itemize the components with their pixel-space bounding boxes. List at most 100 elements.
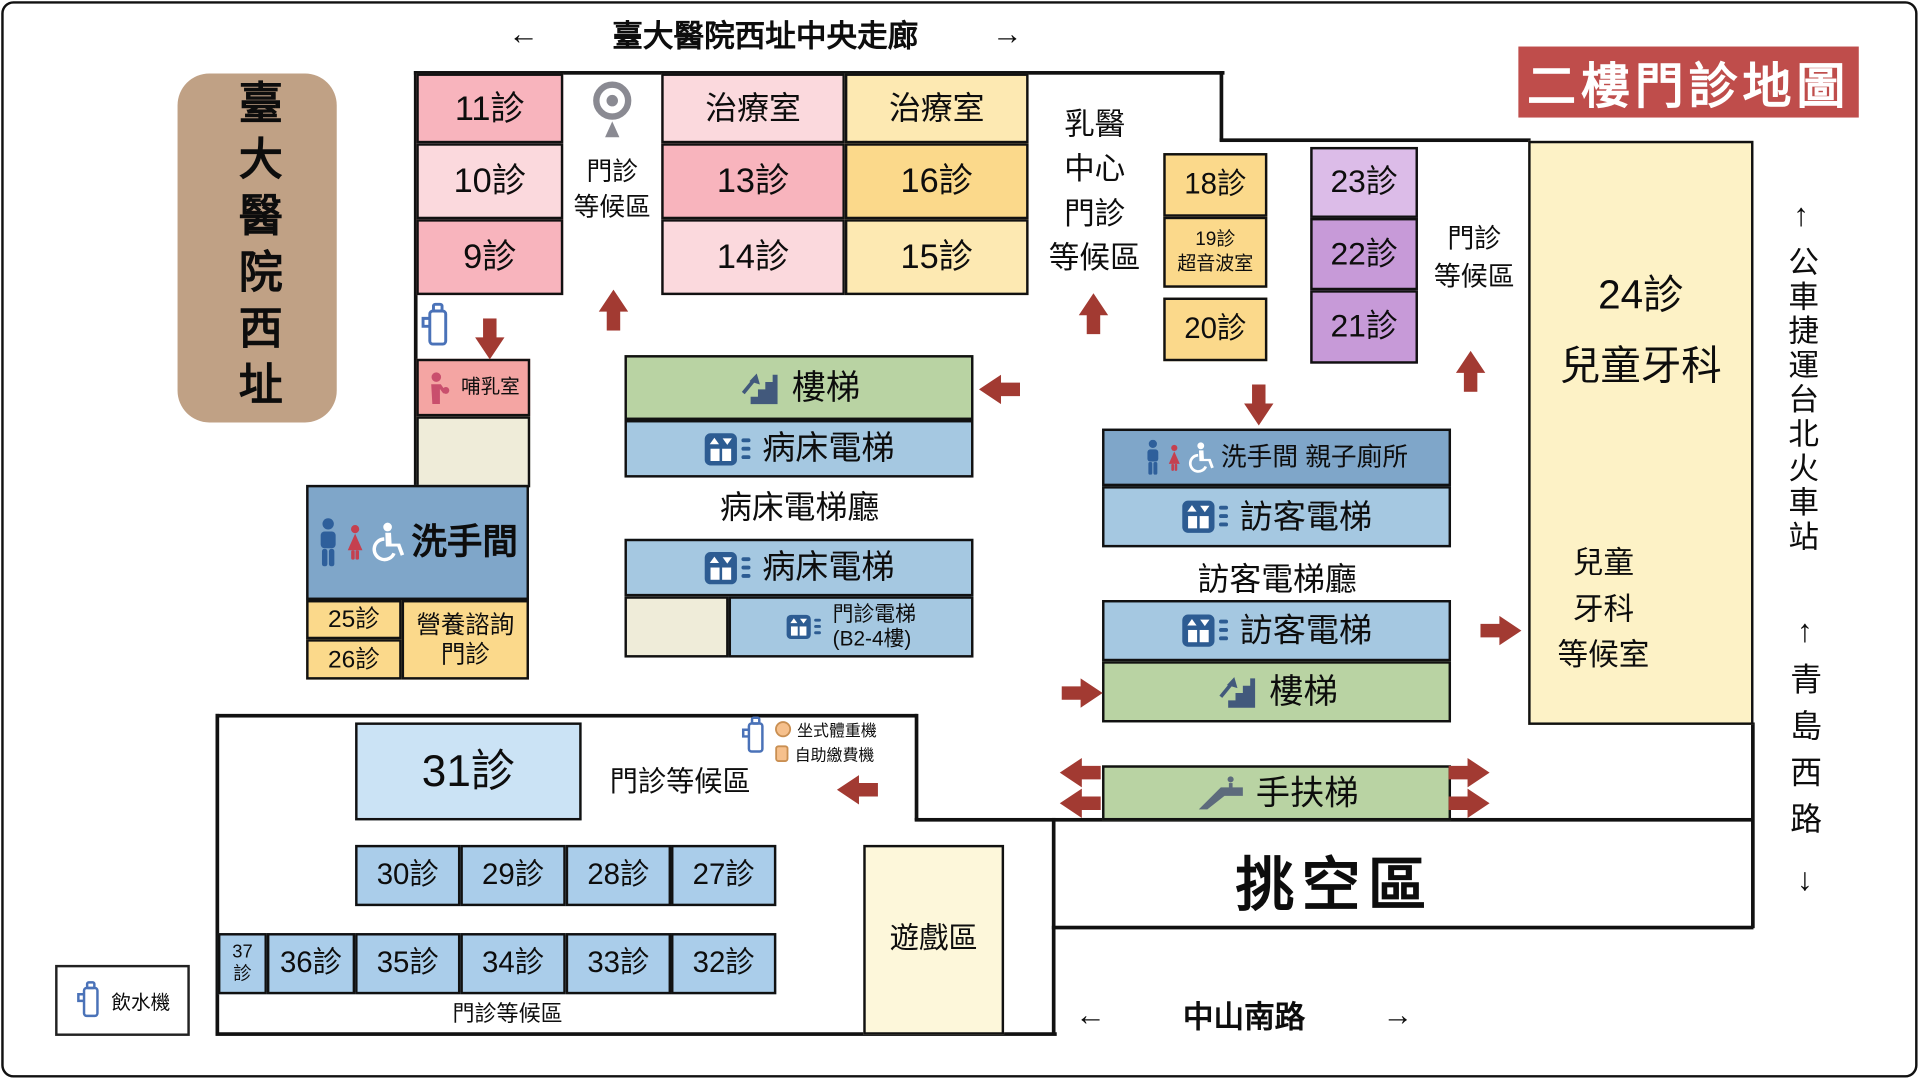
visitor-elevator-1: 訪客電梯 (1102, 486, 1452, 548)
void-area-label: 挑空區 (1235, 853, 1434, 919)
bus-station-label: ↑ 公車捷運台北火車站 (1784, 195, 1819, 555)
up-arrow-glyph: ↑ (1793, 195, 1810, 233)
room-31: 31診 (355, 722, 582, 821)
waiting-area-label-top: 門診 等候區 (573, 157, 651, 223)
wall-segment (215, 1032, 1057, 1036)
wall-segment (1219, 138, 1531, 142)
room-33: 33診 (565, 933, 672, 995)
room-22: 22診 (1310, 217, 1418, 291)
play-area: 遊戲區 (863, 844, 1005, 1035)
nursing-icon (427, 370, 456, 404)
utility-room (624, 596, 729, 658)
elevator-icon (703, 550, 752, 584)
stairs-icon (738, 369, 782, 406)
family-restroom: 洗手間 親子廁所 (1102, 428, 1452, 487)
stairs-block-west: 樓梯 (624, 355, 974, 421)
room-32: 32診 (671, 933, 777, 995)
wall-segment (1751, 722, 1755, 929)
male-icon (317, 518, 339, 567)
direction-arrow-down (1238, 389, 1280, 421)
corridor-title: 臺大醫院西址中央走廊 (612, 19, 919, 54)
seated-scale-icon (774, 720, 792, 738)
direction-arrow-left (1059, 757, 1101, 789)
wheelchair-icon (1188, 440, 1215, 474)
room-28: 28診 (565, 844, 672, 907)
treatment-room-right: 治療室 (844, 73, 1029, 144)
wall-segment (215, 713, 918, 717)
stairs-icon (1215, 673, 1259, 710)
room-24-child-dental-block (1528, 140, 1754, 725)
room-29: 29診 (460, 844, 566, 907)
left-arrow-glyph: ← (1075, 997, 1106, 1032)
direction-arrow-down (469, 323, 511, 355)
qingdao-road-label: ↑ 青島西路 ↓ (1785, 612, 1823, 898)
down-arrow-glyph: ↓ (1796, 860, 1813, 898)
page-title: 二樓門診地圖 (1518, 46, 1859, 118)
visitor-elevator-2: 訪客電梯 (1102, 600, 1452, 662)
right-arrow-glyph: → (1382, 997, 1414, 1032)
wall-segment (914, 713, 918, 821)
direction-arrow-up (593, 294, 635, 326)
nutrition-clinic: 營養諮詢 門診 (401, 600, 529, 680)
seated-scale-legend: 坐式體重機 (774, 718, 877, 741)
room-27: 27診 (671, 844, 777, 907)
treatment-room-left: 治療室 (661, 73, 845, 144)
room-26: 26診 (306, 639, 402, 680)
direction-arrow-left (978, 373, 1020, 405)
waiting-area-label-bottom: 門診等候區 (452, 1001, 563, 1027)
elevator-icon (786, 613, 823, 640)
wall-segment (215, 713, 219, 1035)
utility-room (416, 416, 531, 488)
direction-arrow-left (836, 774, 878, 806)
up-arrow-glyph: ↑ (1796, 612, 1813, 649)
direction-arrow-up (1073, 298, 1115, 330)
room-36: 36診 (266, 933, 356, 995)
wall-segment (413, 71, 417, 488)
room-37: 37 診 (217, 933, 267, 995)
waiting-area-pin-icon (588, 78, 637, 142)
elevator-icon (703, 432, 752, 466)
bed-elevator-hall-label: 病床電梯廳 (719, 488, 880, 526)
room-20: 20診 (1163, 297, 1268, 362)
escalator-icon (1194, 774, 1245, 811)
room-30: 30診 (355, 844, 461, 907)
escalator-block: 手扶梯 (1102, 765, 1452, 821)
waiting-area-label-right: 門診 等候區 (1433, 222, 1515, 292)
water-fountain-icon (419, 301, 451, 350)
male-icon (1145, 440, 1161, 476)
hospital-building-label: 臺大醫院西址 (232, 78, 283, 417)
kiosk-icon (774, 744, 790, 762)
self-pay-kiosk-legend: 自助繳費機 (774, 742, 874, 765)
elevator-icon (1181, 613, 1230, 647)
room-25: 25診 (306, 600, 402, 640)
corridor-arrow-right: → (991, 16, 1023, 51)
room-21: 21診 (1310, 290, 1418, 364)
room-34: 34診 (460, 933, 566, 995)
clinic-elevator: 門診電梯 (B2-4樓) (728, 596, 974, 658)
direction-arrow-right (1449, 757, 1491, 789)
corridor-label: ← 臺大醫院西址中央走廊 → (508, 15, 1022, 54)
room-19-ultrasound: 19診 超音波室 (1163, 216, 1268, 288)
water-fountain-icon (740, 715, 767, 757)
female-icon (1167, 441, 1182, 473)
breast-center-waiting-label: 乳醫 中心 門診 等候區 (1048, 107, 1141, 276)
room-9: 9診 (416, 219, 564, 296)
room-10: 10診 (416, 143, 564, 220)
female-icon (345, 522, 365, 564)
wall-segment (413, 71, 1225, 75)
room-18: 18診 (1163, 153, 1268, 217)
waiting-area-label-31: 門診等候區 (609, 765, 751, 798)
wall-segment (1219, 71, 1223, 141)
direction-arrow-right (1449, 787, 1491, 819)
wheelchair-icon (371, 520, 405, 564)
water-fountain-legend: 飲水機 (55, 964, 190, 1036)
direction-arrow-left (1059, 787, 1101, 819)
room-15: 15診 (844, 219, 1029, 296)
corridor-arrow-left: ← (508, 16, 539, 51)
room-23: 23診 (1310, 146, 1418, 218)
room-14: 14診 (661, 219, 845, 296)
direction-arrow-right (1062, 677, 1104, 709)
restroom-west: 洗手間 (306, 484, 529, 601)
